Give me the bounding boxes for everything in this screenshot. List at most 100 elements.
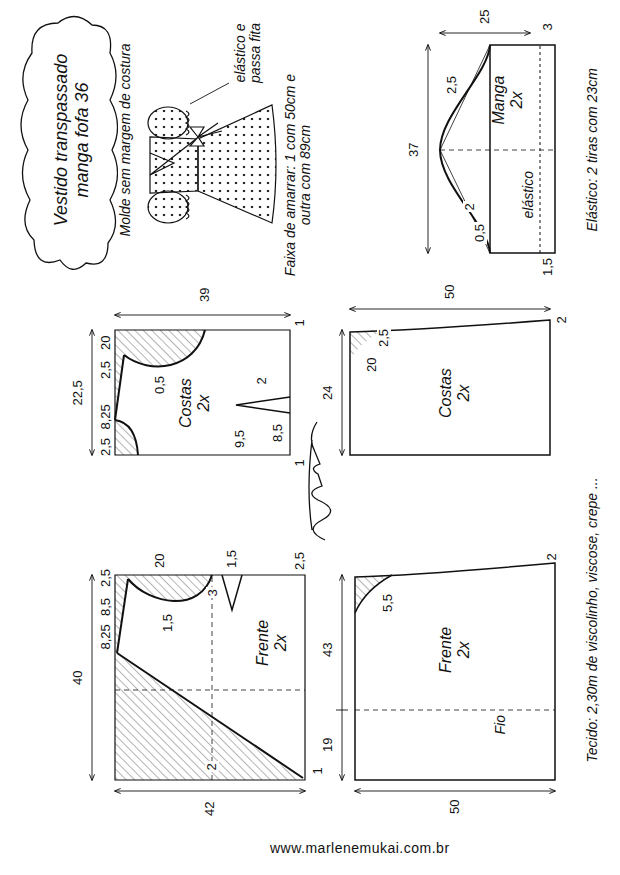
cap-guide — [440, 45, 490, 253]
fabric-note: Tecido: 2,30m de viscolinho, viscose, cr… — [585, 475, 600, 764]
waist-dart — [236, 397, 290, 413]
measure: 2 — [255, 375, 269, 386]
pattern-note: Molde sem margem de costura — [118, 42, 133, 239]
piece-frame — [490, 45, 555, 253]
dimension-line — [342, 575, 343, 780]
shoulder-line — [115, 355, 124, 420]
measure: 2 — [463, 201, 477, 212]
piece-name-box: Costas2x — [435, 364, 476, 422]
measure: 20 — [99, 334, 113, 352]
website: www.marlenemukai.com.br — [268, 841, 452, 856]
dimension-line — [342, 330, 343, 455]
measure: 3 — [206, 587, 220, 598]
armhole-curve — [124, 330, 205, 366]
measure: 2 — [205, 761, 219, 772]
dimension: 42 — [203, 800, 217, 818]
title-cloud — [21, 16, 118, 269]
dimension: 39 — [198, 286, 212, 304]
wrap-line — [117, 653, 303, 778]
cut-area — [115, 653, 303, 780]
measure: 3 — [541, 21, 555, 32]
measure: 2,5 — [445, 74, 459, 96]
measure: 1,5 — [161, 612, 175, 634]
dimension: 50 — [448, 798, 462, 816]
measure: 8,25 — [99, 622, 113, 651]
illustration-note: elástico e passa fita — [233, 15, 264, 91]
piece-name-box: Manga2x — [488, 72, 529, 129]
neck-curve — [115, 420, 138, 455]
measure: 1,5 — [225, 548, 239, 570]
measure: 2,5 — [99, 567, 113, 589]
piece-frame — [115, 330, 290, 455]
measure: 1 — [311, 765, 325, 776]
dimension-line — [428, 45, 429, 253]
piece-name-box: Costas2x — [175, 374, 216, 432]
piece-name: 2x — [455, 368, 473, 418]
dimension: 24 — [321, 384, 335, 402]
piece-name: 2x — [272, 620, 290, 666]
pattern-title: Vestido transpassado manga fofa 36 — [51, 25, 94, 255]
measure: 5,5 — [381, 592, 395, 614]
measure: 8,5 — [271, 422, 285, 444]
dimension: 40 — [71, 669, 85, 687]
elastic-note: Elástico: 2 tiras com 23cm — [585, 66, 600, 233]
measure: 2,5 — [99, 436, 113, 458]
back-bodice — [115, 330, 290, 455]
dimension-tick — [336, 710, 348, 711]
piece-frame — [355, 563, 555, 780]
dimension: 25 — [478, 8, 492, 26]
piece-frame — [350, 320, 550, 455]
piece-name: Frente — [437, 627, 455, 673]
grain-label: Fio — [493, 713, 508, 736]
sleeve-frill — [186, 111, 189, 219]
dimension: 50 — [443, 283, 457, 301]
front-skirt — [355, 563, 555, 780]
cut-area — [115, 575, 212, 653]
dimension-line — [115, 791, 305, 792]
front-bodice — [115, 575, 305, 780]
piece-name: 2x — [455, 627, 473, 673]
measure: 2,5 — [377, 327, 391, 349]
measure: 0,5 — [473, 222, 487, 244]
dress-sleeve — [148, 191, 188, 223]
piece-name: 2x — [508, 76, 526, 125]
dimension-lines — [92, 33, 555, 791]
dimension-line — [115, 315, 290, 316]
piece-name-box: Frente2x — [435, 623, 476, 677]
dimension-line — [92, 575, 93, 780]
dimension-line — [350, 309, 550, 310]
dress-sleeve — [148, 107, 188, 139]
measure: 2,5 — [99, 359, 113, 381]
back-skirt — [350, 320, 550, 455]
measure: 1,5 — [541, 256, 555, 278]
piece-name: Manga — [490, 76, 508, 125]
dimension-line — [355, 791, 555, 792]
measure: 1 — [293, 317, 307, 328]
dress-neckline — [150, 139, 196, 175]
leader-line — [190, 83, 229, 104]
dimension-line — [92, 330, 93, 455]
dress-bow — [190, 123, 222, 146]
elastic-label: elástico — [521, 169, 536, 220]
elastic-line — [540, 45, 541, 253]
piece-name: Costas — [177, 378, 195, 428]
sleeve-cap — [440, 45, 490, 253]
piece-frame — [115, 575, 305, 780]
dimension-line — [440, 33, 530, 34]
dimension: 22,5 — [71, 378, 85, 407]
center-line — [440, 150, 555, 151]
grain-line — [355, 710, 555, 711]
measure: 20 — [153, 552, 167, 570]
shoulder-line — [117, 579, 128, 653]
measure: 1 — [293, 457, 307, 468]
measure: 20 — [365, 356, 379, 374]
dimension: 43 — [321, 641, 335, 659]
dress-skirt — [198, 105, 276, 223]
piece-name: Frente — [254, 620, 272, 666]
measure: 2 — [555, 314, 569, 325]
cut-area — [115, 420, 138, 455]
piece-name: Costas — [437, 368, 455, 418]
dimension: 19 — [321, 736, 335, 754]
dimension: 37 — [407, 141, 421, 159]
